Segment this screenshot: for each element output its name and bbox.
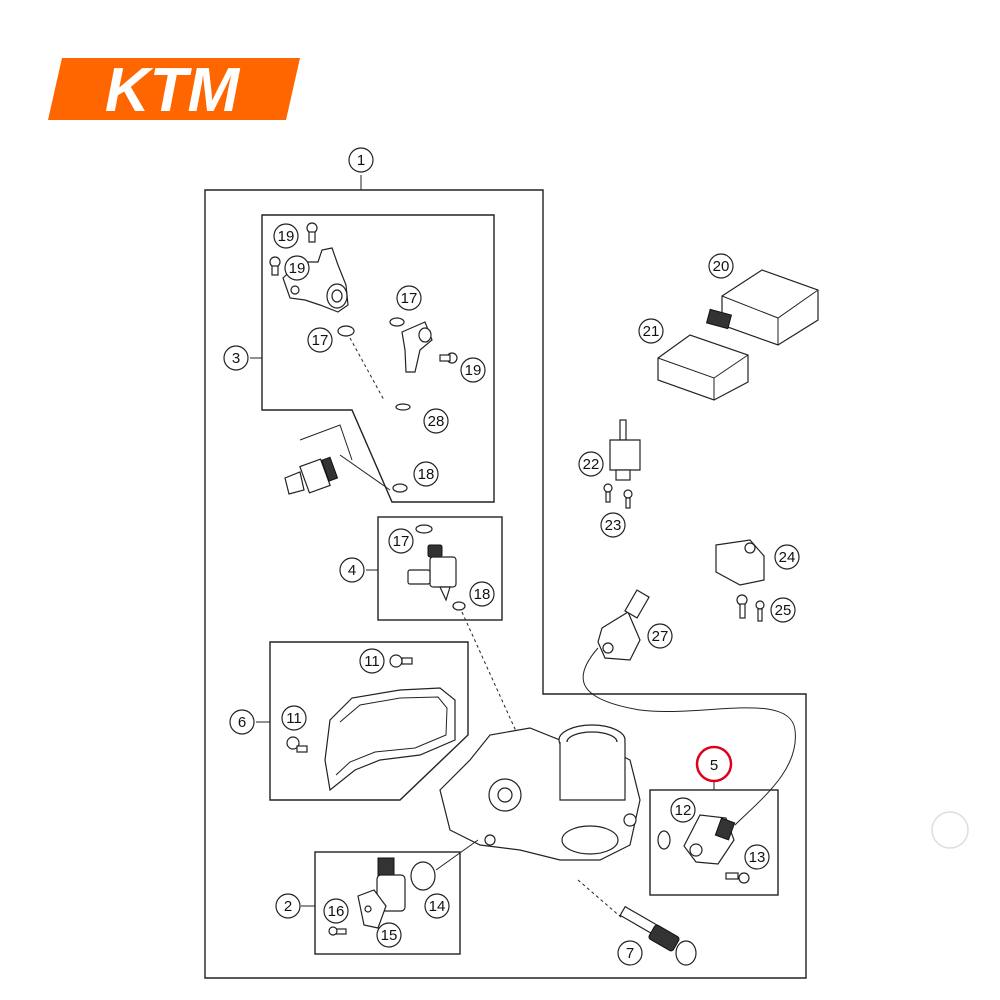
ktm-logo: KTM [48,56,300,125]
svg-text:19: 19 [278,228,295,245]
screw-11-b [286,736,308,753]
decorative-circle [931,811,969,849]
callout-4: 4 [339,557,365,583]
callout-7: 7 [617,940,643,966]
svg-text:27: 27 [652,628,669,645]
callout-1: 1 [348,147,374,173]
sensor-24 [715,539,765,586]
callout-19-b: 19 [284,255,310,281]
callout-14: 14 [424,893,450,919]
callout-2: 2 [275,893,301,919]
svg-text:21: 21 [643,323,660,340]
o-ring-18-a [392,483,408,493]
group-2-box [314,851,461,955]
svg-text:11: 11 [286,710,302,727]
group-3-box [261,214,495,503]
sensor-27 [597,589,650,661]
svg-text:5: 5 [710,757,718,774]
fuel-connector-17 [389,317,433,373]
group-6-box [269,641,469,801]
throttle-cover [324,687,456,792]
throttle-body [439,724,641,861]
o-ring-18-b [452,601,466,611]
svg-text:22: 22 [583,456,600,473]
callout-19-a: 19 [273,223,299,249]
throttle-position-sensor [357,857,436,929]
callout-27: 27 [647,623,673,649]
sensor-22 [609,419,641,481]
o-ring-17-a [337,325,355,337]
svg-text:18: 18 [474,586,491,603]
svg-text:20: 20 [713,258,730,275]
o-ring-28 [395,403,411,411]
callout-18-b: 18 [469,581,495,607]
svg-text:25: 25 [775,602,792,619]
callout-19-c: 19 [460,357,486,383]
callout-28: 28 [423,408,449,434]
callout-20: 20 [708,253,734,279]
svg-text:18: 18 [418,466,435,483]
svg-text:11: 11 [364,653,380,670]
callout-15: 15 [376,922,402,948]
svg-text:6: 6 [238,714,246,731]
logo-text: KTM [105,56,241,125]
svg-text:12: 12 [675,802,692,819]
svg-text:17: 17 [401,290,418,307]
callout-16: 16 [323,898,349,924]
callout-3: 3 [223,345,249,371]
svg-text:15: 15 [381,927,398,944]
screw-13 [725,872,750,884]
bolt-19-c [439,352,458,364]
idle-valve-7 [619,905,697,966]
callout-17-a: 17 [307,327,333,353]
svg-text:19: 19 [289,260,306,277]
callout-24: 24 [774,544,800,570]
callout-21: 21 [638,318,664,344]
o-ring-12 [657,830,671,850]
svg-text:3: 3 [232,350,240,367]
callout-12: 12 [670,797,696,823]
svg-text:1: 1 [357,152,365,169]
svg-text:7: 7 [626,945,634,962]
svg-text:14: 14 [429,898,446,915]
svg-text:19: 19 [465,362,482,379]
svg-text:17: 17 [312,332,329,349]
bolt-19-a [306,222,318,243]
callout-17-d: 17 [388,528,414,554]
group-4-box [377,516,503,621]
injector-3 [284,424,353,495]
svg-text:28: 28 [428,413,445,430]
callout-6: 6 [229,709,255,735]
sensor-5 [683,814,736,865]
callout-11-a: 11 [359,648,385,674]
svg-text:2: 2 [284,898,292,915]
callout-17-b: 17 [396,285,422,311]
screw-11-a [389,654,413,668]
screws-23 [603,483,633,509]
callout-23: 23 [600,512,626,538]
module-21 [657,334,749,401]
svg-text:4: 4 [348,562,356,579]
callout-18-a: 18 [413,461,439,487]
callout-13: 13 [744,844,770,870]
screw-16 [328,926,347,936]
callout-25: 25 [770,597,796,623]
callout-11-b: 11 [281,705,307,731]
svg-text:23: 23 [605,517,622,534]
o-ring-17-d [415,524,433,534]
svg-text:17: 17 [393,533,410,550]
svg-text:16: 16 [328,903,345,920]
ecu-20 [705,269,819,346]
svg-text:13: 13 [749,849,766,866]
bolt-19-b [269,256,281,276]
screws-25 [736,594,765,622]
injector-4 [407,544,457,602]
assembly-1-frame [204,189,807,979]
callout-5-highlighted: 5 [695,745,733,783]
svg-text:24: 24 [779,549,796,566]
callout-22: 22 [578,451,604,477]
